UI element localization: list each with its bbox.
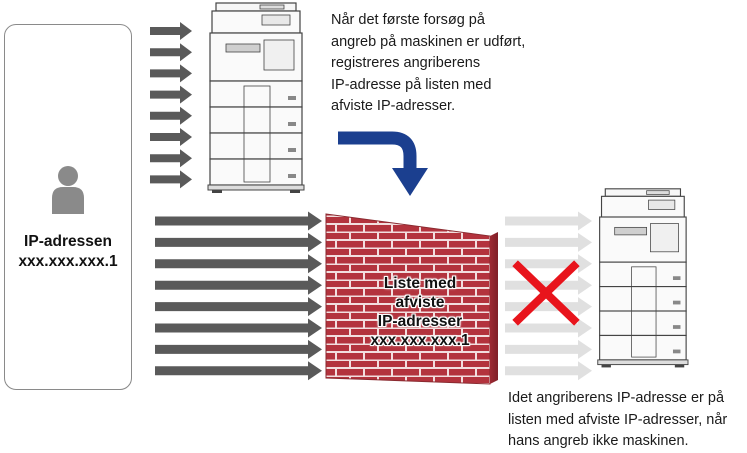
lower-arrow [155,361,322,381]
attacker-ip-label: IP-adressen xxx.xxx.xxx.1 [0,232,136,272]
cross-icon [512,260,580,326]
caption-top-line: IP-adresse på listen med [331,76,492,93]
lower-arrow [155,232,322,252]
brick-wall [325,213,498,385]
upper-arrow [150,128,192,146]
upper-arrow [150,106,192,125]
attacker-label-line1: IP-adressen [24,233,112,250]
upper-arrow [150,149,192,168]
blocked-arrow [505,211,592,231]
upper-arrow [150,170,192,189]
upper-arrow [150,85,192,104]
lower-arrow [155,275,322,295]
lower-arrow [155,211,322,231]
printer-icon-target [597,188,689,368]
deny-list-line4: xxx.xxx.xxx.1 [370,332,470,349]
caption-bottom-line: listen med afviste IP-adresser, når [508,411,728,428]
blocked-arrow [505,339,592,359]
deny-list-line2: afviste [395,294,445,311]
deny-list-label: Liste med afviste IP-adresser xxx.xxx.xx… [358,274,482,350]
lower-arrow [155,318,322,338]
attacker-label-line2: xxx.xxx.xxx.1 [18,253,118,270]
blocked-arrow [505,232,592,252]
upper-arrow [150,64,192,83]
caption-bottom-line: hans angreb ikke maskinen. [508,433,689,449]
upper-arrow-group [150,22,192,189]
deny-list-line3: IP-adresser [377,313,463,330]
caption-top-line: registreres angriberens [331,55,481,71]
upper-arrow [150,43,192,62]
caption-top: Når det første forsøg på angreb på maski… [331,10,561,118]
lower-arrow [155,254,322,274]
caption-top-line: angreb på maskinen er udført, [331,33,526,50]
printer-icon [207,2,305,193]
caption-bottom-line: Idet angriberens IP-adresse er på [508,390,725,406]
person-icon [52,166,84,214]
blocked-arrow [505,254,592,274]
caption-top-line: afviste IP-adresser. [331,98,456,114]
blocked-arrow [505,318,592,338]
lower-arrow [155,339,322,359]
blocked-arrow [505,297,592,317]
curved-arrow-icon [338,131,428,196]
lower-arrow [155,297,322,317]
upper-arrow [150,22,192,40]
lower-arrow-group [155,211,322,381]
caption-top-line: Når det første forsøg på [331,12,485,28]
caption-bottom: Idet angriberens IP-adresse er på listen… [508,388,747,453]
deny-list-line1: Liste med [383,275,457,292]
blocked-arrow [505,361,592,381]
